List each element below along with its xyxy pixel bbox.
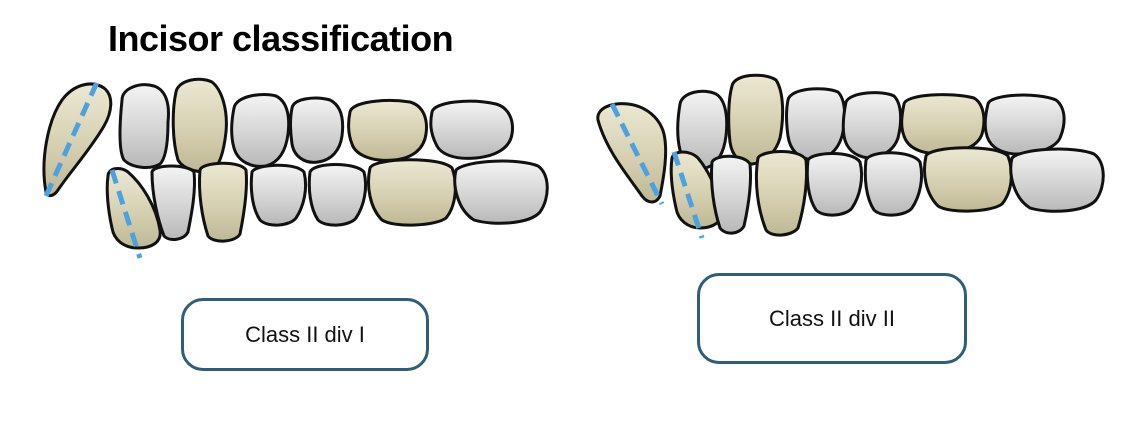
lower-canine xyxy=(754,150,808,237)
upper-molar-1 xyxy=(347,98,428,162)
upper-molar-2 xyxy=(429,99,514,160)
upper-premolar-2 xyxy=(841,91,903,160)
class-ii-div-i-label: Class II div I xyxy=(181,298,429,371)
upper-molar-2 xyxy=(983,93,1066,156)
upper-premolar-1 xyxy=(785,87,847,162)
lower-molar-1 xyxy=(923,146,1013,213)
class-ii-div-i-teeth xyxy=(42,77,549,259)
upper-premolar-2 xyxy=(289,96,345,164)
lower-molar-2 xyxy=(1009,147,1105,213)
page-title: Incisor classification xyxy=(108,18,454,59)
lower-incisor-axis xyxy=(671,151,705,239)
upper-incisor-axis xyxy=(609,102,665,206)
lower-premolar-1 xyxy=(805,152,864,217)
lower-incisor xyxy=(105,167,162,250)
lower-premolar-2 xyxy=(307,163,368,227)
lower-molar-2 xyxy=(453,159,549,225)
upper-molar-1 xyxy=(900,93,986,156)
lower-lateral-incisor xyxy=(710,154,752,235)
lower-incisor xyxy=(669,150,724,230)
upper-lateral-incisor xyxy=(118,83,170,169)
lower-premolar-1 xyxy=(249,163,308,227)
class-ii-div-ii-label: Class II div II xyxy=(697,273,967,364)
lower-canine xyxy=(198,161,249,243)
upper-incisor-proclined xyxy=(42,82,113,198)
upper-premolar-1 xyxy=(230,93,291,168)
lower-premolar-2 xyxy=(863,151,924,217)
class-ii-div-ii-teeth xyxy=(596,73,1105,239)
lower-lateral-incisor xyxy=(150,164,196,241)
lower-molar-1 xyxy=(367,158,457,227)
upper-incisor-retroclined xyxy=(596,102,668,204)
lower-incisor-axis xyxy=(109,169,143,259)
upper-canine xyxy=(171,77,228,174)
